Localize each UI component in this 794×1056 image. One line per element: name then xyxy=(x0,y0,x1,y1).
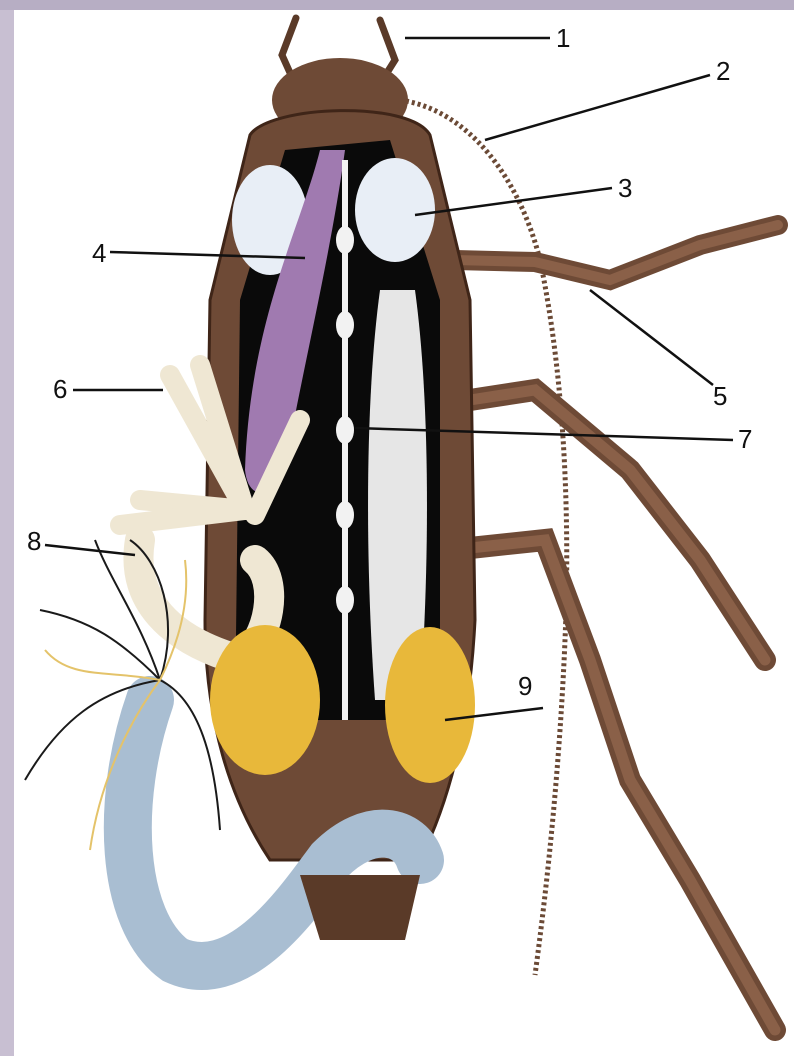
callout-label-4: 4 xyxy=(92,238,106,268)
salivary-gland-right xyxy=(355,158,435,262)
callout-label-1: 1 xyxy=(556,23,570,53)
callout-label-5: 5 xyxy=(713,381,727,411)
callout-label-2: 2 xyxy=(716,56,730,86)
top-band xyxy=(0,0,794,10)
callout-label-3: 3 xyxy=(618,173,632,203)
abdomen-tip xyxy=(300,875,420,940)
callout-label-9: 9 xyxy=(518,671,532,701)
callout-label-8: 8 xyxy=(27,526,41,556)
left-side-band xyxy=(0,0,14,1056)
callout-label-7: 7 xyxy=(738,424,752,454)
callout-label-6: 6 xyxy=(53,374,67,404)
